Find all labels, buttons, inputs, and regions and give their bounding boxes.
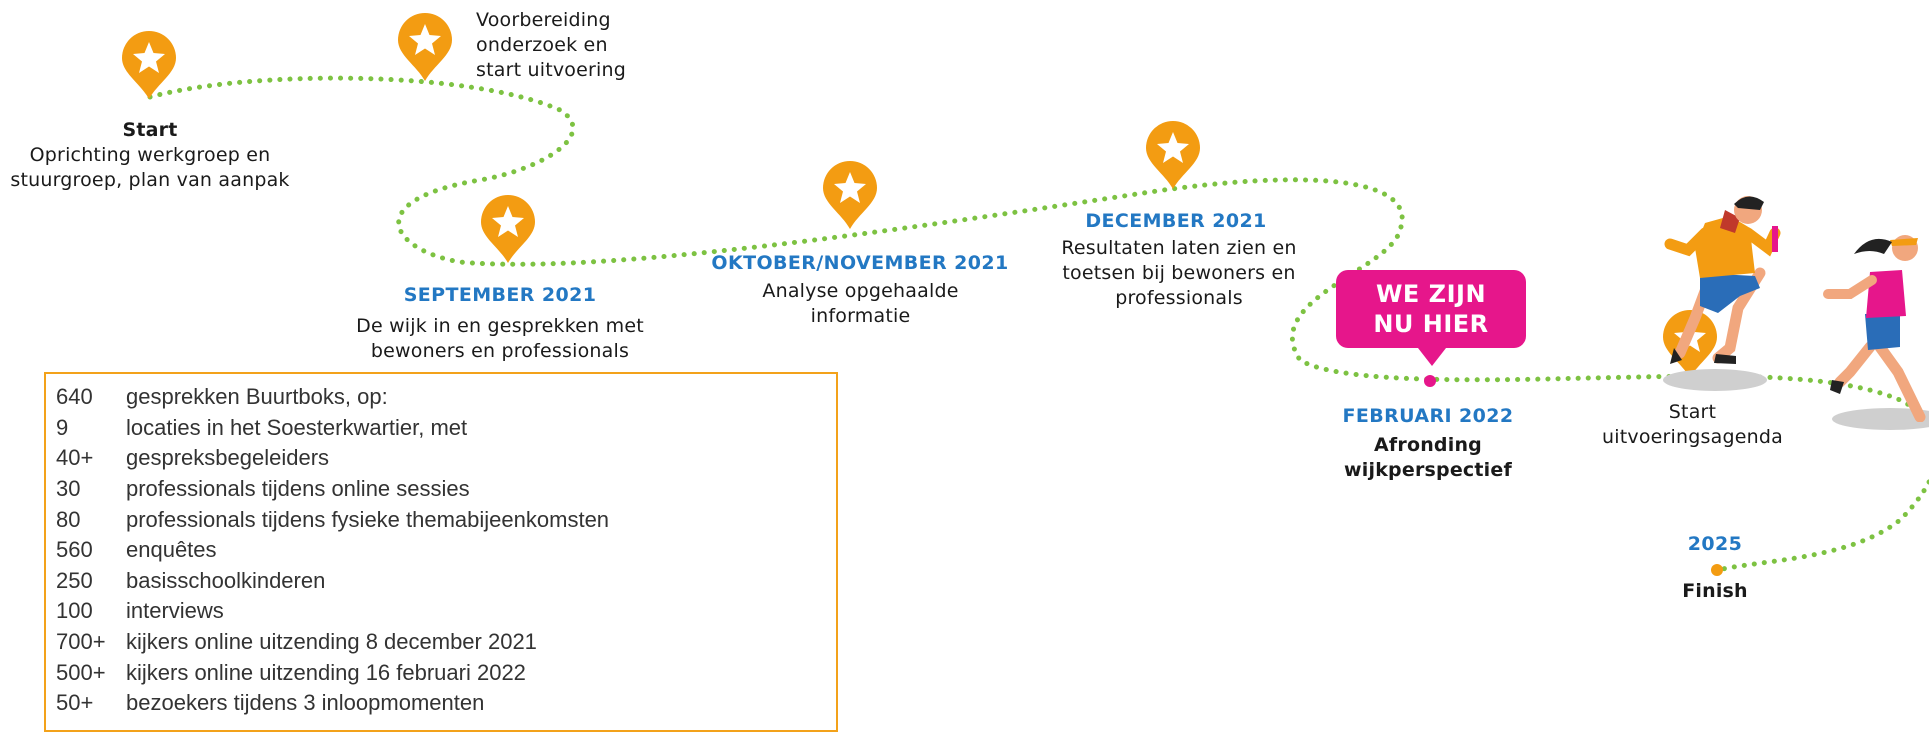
milestone-oktnov-date: OKTOBER/NOVEMBER 2021: [711, 252, 1009, 274]
stat-row: 100 interviews: [46, 596, 836, 627]
milestone-sep-date: SEPTEMBER 2021: [403, 284, 597, 306]
stat-number: 640: [56, 384, 93, 410]
stat-number: 30: [56, 476, 81, 502]
stat-row: 30 professionals tijdens online sessies: [46, 474, 836, 505]
milestone-oktnov-text: Analyse opgehaalde informatie: [762, 280, 959, 327]
runner-man-icon: [1664, 196, 1781, 364]
current-position-callout: WE ZIJN NU HIER: [1336, 270, 1526, 366]
stat-row: 700+ kijkers online uitzending 8 december…: [46, 627, 836, 658]
stat-text: professionals tijdens online sessies: [126, 476, 470, 502]
stat-row: 9 locaties in het Soesterkwartier, met: [46, 413, 836, 444]
current-position-dot: [1424, 375, 1436, 387]
star-pin-icon: [481, 195, 535, 263]
callout-line-1: WE ZIJN: [1375, 280, 1487, 308]
milestone-agenda-text: Start uitvoeringsagenda: [1602, 401, 1783, 448]
star-pin-icon: [122, 31, 176, 99]
shadow: [1832, 408, 1929, 430]
runner-woman-icon: [1823, 235, 1926, 422]
stat-number: 250: [56, 567, 93, 593]
stat-number: 9: [56, 414, 69, 440]
milestone-start: Start Oprichting werkgroep en stuurgroep…: [0, 118, 300, 193]
stats-box: 640 gesprekken Buurtboks, op: 9 locaties in…: [44, 372, 838, 732]
milestone-finish-text: Finish: [1682, 580, 1748, 602]
stat-number: 50+: [56, 690, 94, 716]
milestone-start-title: Start: [122, 119, 178, 141]
stat-number: 80: [56, 506, 81, 532]
stat-row: 80 professionals tijdens fysieke themabij…: [46, 504, 836, 535]
callout-line-2: NU HIER: [1373, 310, 1489, 338]
stat-row: 40+ gespreksbegeleiders: [46, 443, 836, 474]
stat-row: 250 basisschoolkinderen: [46, 566, 836, 597]
stat-text: bezoekers tijdens 3 inloopmomenten: [126, 690, 485, 716]
milestone-sep-text: De wijk in en gesprekken met bewoners en…: [356, 315, 644, 362]
stat-text: kijkers online uitzending 8 december 202…: [126, 629, 537, 655]
stat-text: gesprekken Buurtboks, op:: [126, 384, 388, 410]
stat-number: 100: [56, 598, 93, 624]
stat-row: 640 gesprekken Buurtboks, op:: [46, 382, 836, 413]
stat-text: interviews: [126, 598, 224, 624]
milestone-feb-date: FEBRUARI 2022: [1342, 405, 1514, 427]
stat-number: 560: [56, 537, 93, 563]
milestone-start-text: Oprichting werkgroep en stuurgroep, plan…: [10, 144, 290, 191]
stat-text: professionals tijdens fysieke themabijee…: [126, 506, 610, 532]
stat-text: locaties in het Soesterkwartier, met: [126, 414, 468, 440]
star-pin-icon: [823, 161, 877, 229]
stat-number: 700+: [56, 629, 106, 655]
stat-row: 500+ kijkers online uitzending 16 februar…: [46, 657, 836, 688]
milestone-prep-text: Voorbereiding onderzoek en start uitvoer…: [476, 9, 627, 81]
stat-row: 50+ bezoekers tijdens 3 inloopmomenten: [46, 688, 836, 719]
star-pin-icon: [398, 13, 452, 81]
stat-number: 500+: [56, 659, 106, 685]
star-pin-icon: [1146, 121, 1200, 189]
shadow: [1663, 369, 1767, 391]
stat-text: basisschoolkinderen: [126, 567, 326, 593]
milestone-feb-text: Afronding wijkperspectief: [1344, 434, 1512, 481]
milestone-dec-date: DECEMBER 2021: [1085, 210, 1267, 232]
finish-dot: [1711, 564, 1723, 576]
stat-text: gespreksbegeleiders: [126, 445, 330, 471]
stat-text: enquêtes: [126, 537, 217, 563]
milestone-finish-date: 2025: [1687, 533, 1743, 555]
stat-text: kijkers online uitzending 16 februari 20…: [126, 659, 526, 685]
stat-number: 40+: [56, 445, 94, 471]
stat-row: 560 enquêtes: [46, 535, 836, 566]
milestone-dec-text: Resultaten laten zien en toetsen bij bew…: [1061, 237, 1297, 309]
